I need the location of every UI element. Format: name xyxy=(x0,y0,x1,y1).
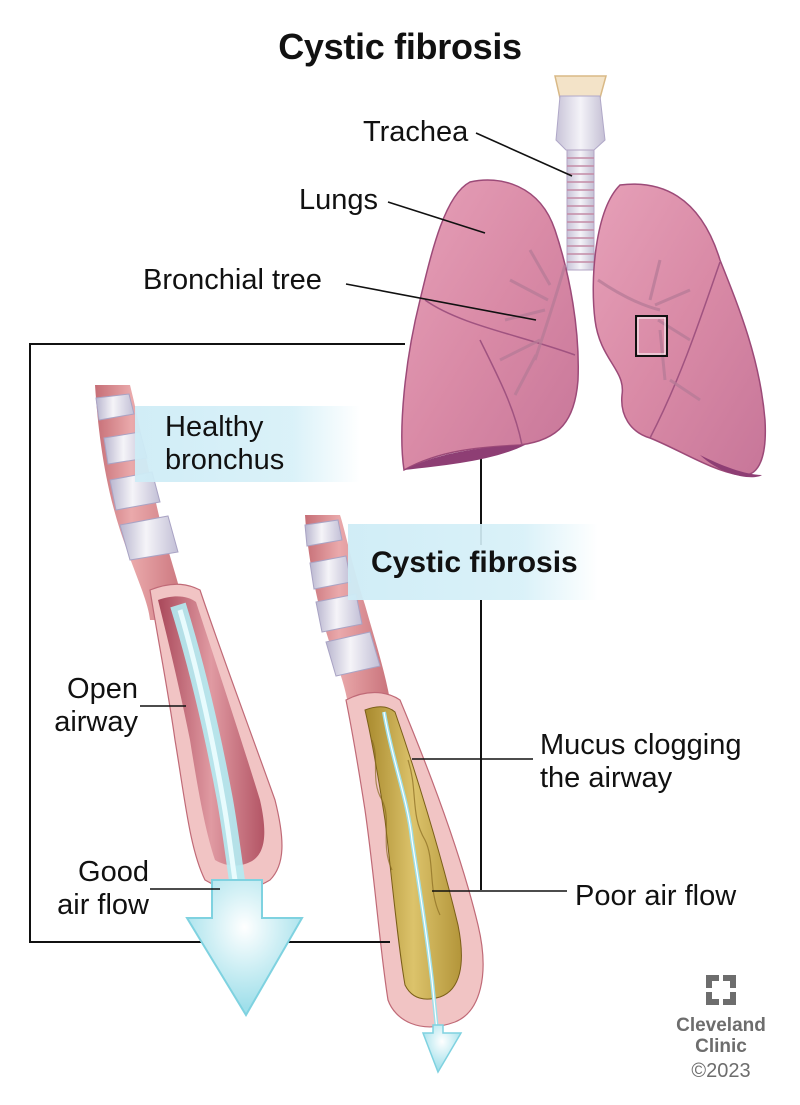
label-good-air-flow: Good air flow xyxy=(44,856,149,922)
label-healthy-line2: bronchus xyxy=(165,444,285,476)
left-lung-illustration xyxy=(592,183,767,478)
label-trachea: Trachea xyxy=(363,116,469,148)
label-lungs: Lungs xyxy=(299,184,379,216)
cf-callout-bg xyxy=(348,524,598,600)
label-healthy-bronchus: Healthy bronchus xyxy=(165,411,284,477)
cleveland-clinic-cross-icon xyxy=(706,975,736,1005)
label-open-airway: Open airway xyxy=(43,673,138,739)
label-bronchial-tree: Bronchial tree xyxy=(143,264,322,296)
cf-bronchus-illustration xyxy=(304,515,484,1074)
trachea-illustration xyxy=(554,75,607,271)
healthy-bronchus-illustration xyxy=(95,385,304,1017)
label-poor-air-flow: Poor air flow xyxy=(575,880,737,912)
logo-name-line2: Clinic xyxy=(695,1036,747,1057)
copyright-text: ©2023 xyxy=(691,1060,751,1082)
label-mucus-clogging: Mucus clogging the airway xyxy=(540,729,742,795)
label-good-air-flow-line1: Good xyxy=(78,856,149,888)
inset-leader-lines xyxy=(140,705,567,943)
healthy-bronchus-callout-bg xyxy=(135,406,360,482)
label-open-airway-line2: airway xyxy=(54,706,138,738)
cleveland-clinic-logo: Cleveland Clinic ©2023 xyxy=(676,974,766,1083)
label-healthy-line1: Healthy xyxy=(165,411,264,443)
right-lung-illustration xyxy=(401,179,580,472)
label-open-airway-line1: Open xyxy=(67,673,138,705)
label-mucus-line1: Mucus clogging xyxy=(540,729,742,761)
label-mucus-line2: the airway xyxy=(540,762,673,794)
label-good-air-flow-line2: air flow xyxy=(57,889,149,921)
logo-name-line1: Cleveland xyxy=(676,1015,766,1036)
diagram-title: Cystic fibrosis xyxy=(278,26,522,67)
anatomy-leader-lines xyxy=(345,132,573,321)
label-cystic-fibrosis-heading: Cystic fibrosis xyxy=(371,546,578,579)
